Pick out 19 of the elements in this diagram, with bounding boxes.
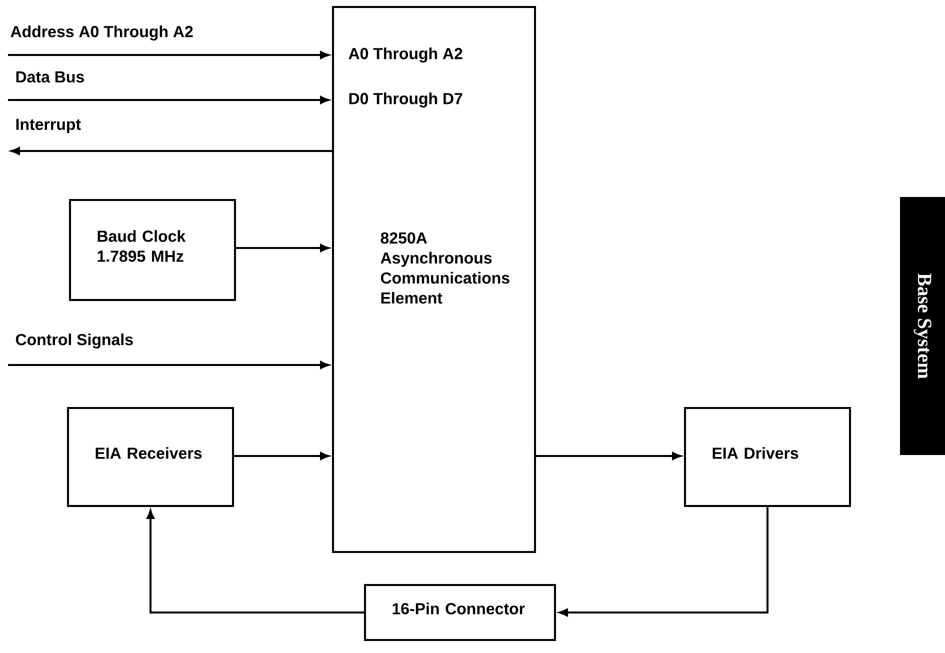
arrow (8, 361, 330, 369)
arrow (146, 510, 364, 614)
arrow (559, 507, 768, 616)
arrow (8, 51, 330, 59)
edge-label: Data Bus (16, 71, 84, 83)
chip-block: A0 Through A2 D0 Through D7 8250A Asynchronous Communications Element (332, 6, 536, 553)
block-box: EIA Receivers (67, 407, 234, 507)
arrow (234, 452, 330, 460)
arrow (8, 96, 330, 104)
block-box: 16-Pin Connector (364, 584, 556, 641)
edge-label: Address A0 Through A2 (10, 26, 193, 40)
section-tab: Base System (900, 197, 945, 455)
arrow (536, 452, 682, 460)
edge-label: Control Signals (16, 334, 133, 348)
block-box: EIA Drivers (684, 407, 851, 507)
block-box: Baud Clock 1.7895 MHz (69, 199, 236, 301)
arrow (236, 244, 330, 252)
edge-label: Interrupt (16, 118, 81, 134)
arrow (10, 147, 332, 155)
